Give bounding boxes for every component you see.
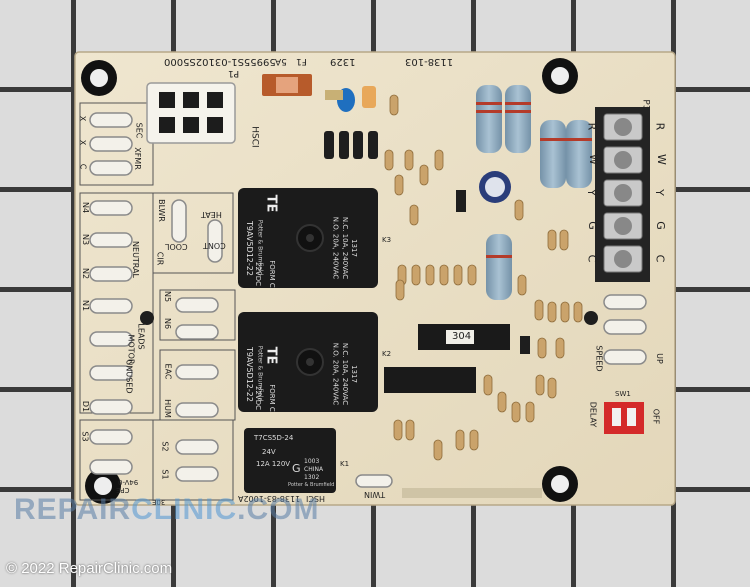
barcode (402, 488, 542, 498)
mounting-holes (81, 58, 578, 504)
fuse (262, 74, 312, 96)
spade-terminals (89, 112, 393, 488)
watermark-part2: CLINIC (131, 493, 238, 526)
power-resistors (476, 85, 592, 300)
diodes (324, 131, 378, 159)
watermark-part3: .COM (237, 493, 320, 526)
relay-k3 (238, 188, 378, 288)
relay-k2 (238, 312, 378, 412)
relay-k1 (244, 428, 336, 493)
watermark-part1: REPAIR (14, 493, 132, 526)
terminal-block (595, 107, 650, 282)
right-spades (603, 294, 647, 365)
transistors (140, 190, 598, 354)
ic-chips (384, 324, 510, 393)
dip-switch (604, 402, 644, 434)
resistors (384, 94, 583, 461)
watermark: REPAIRCLINIC.COM (14, 493, 319, 527)
copyright: © 2022 RepairClinic.com (6, 560, 173, 577)
six-pin-connector (146, 82, 236, 144)
